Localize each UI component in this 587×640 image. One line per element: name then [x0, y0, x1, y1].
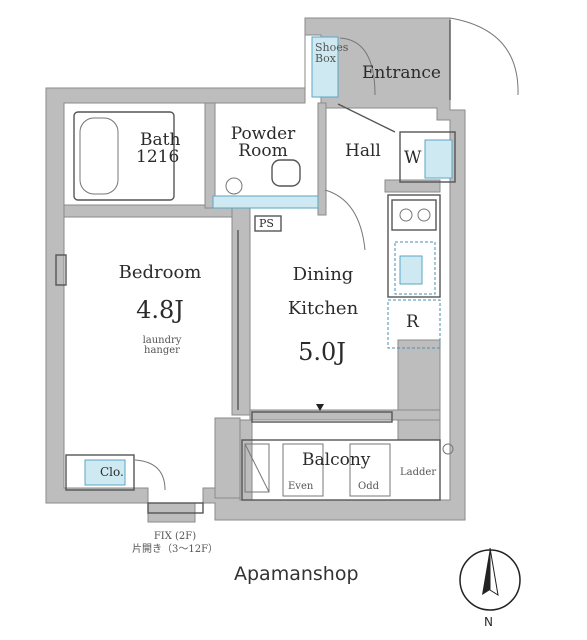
powder-door-arc: [324, 189, 366, 251]
bathtub-basin: [79, 117, 119, 195]
brand-logo: Apamanshop: [234, 563, 359, 585]
refrigerator-label: R: [406, 312, 419, 332]
bedroom-size: 4.8J: [136, 296, 184, 324]
interior-walls: [63, 102, 441, 501]
bedroom-side-window: [55, 254, 67, 286]
kitchen-sink: [399, 255, 423, 285]
balcony-sliding-door: [251, 411, 393, 423]
dk-size: 5.0J: [298, 338, 346, 366]
dining-kitchen-label: Dining Kitchen: [287, 264, 359, 319]
bedroom-label: Bedroom: [118, 262, 202, 283]
bottom-window: [147, 502, 204, 514]
compass-north-label: N: [484, 615, 493, 629]
ps-label: PS: [259, 217, 274, 230]
even-label: Even: [288, 481, 314, 492]
sink-area: [394, 241, 436, 295]
entrance-label: Entrance: [362, 63, 441, 83]
washer-label: W: [404, 148, 422, 168]
hall-partition: [337, 103, 396, 133]
kitchen-counter: [387, 194, 441, 298]
window-note: FIX (2F) 片開き（3～12F）: [131, 531, 219, 555]
hall-label: Hall: [345, 141, 381, 161]
odd-unit: [349, 443, 391, 497]
refrigerator-space: [387, 299, 441, 349]
toilet: [271, 159, 301, 187]
compass-icon: [459, 547, 521, 611]
odd-label: Odd: [358, 481, 380, 492]
ladder-label: Ladder: [400, 467, 437, 478]
shoebox-door-arc: [339, 37, 376, 96]
closet-label: Clo.: [100, 465, 124, 479]
washer-space: [399, 131, 456, 183]
closet: [65, 454, 135, 491]
closet-fill: [84, 459, 126, 486]
entrance-door-arc: [449, 17, 519, 96]
shoes-box-label: Shoes Box: [315, 41, 349, 65]
washer-fill: [424, 139, 453, 179]
stove: [391, 199, 437, 231]
balcony-label: Balcony: [302, 450, 371, 470]
shoes-box: [311, 36, 339, 98]
bath-label: Bath 1216: [136, 130, 181, 167]
ps-box: [254, 215, 282, 232]
laundry-hanger-label: laundry hanger: [142, 335, 182, 356]
powder-counter: [212, 195, 319, 209]
powder-room-label: Powder Room: [230, 124, 296, 161]
balcony-outline: [241, 439, 441, 501]
even-unit: [282, 443, 324, 497]
bathtub: [73, 111, 175, 201]
burner-left: [399, 208, 413, 222]
burner-right: [417, 208, 431, 222]
drain-icon: [442, 443, 454, 455]
balcony-outdoor-unit: [244, 443, 270, 493]
closet-door-arc: [134, 459, 166, 491]
entry-arrow-icon: [316, 404, 324, 411]
sink: [225, 177, 243, 195]
